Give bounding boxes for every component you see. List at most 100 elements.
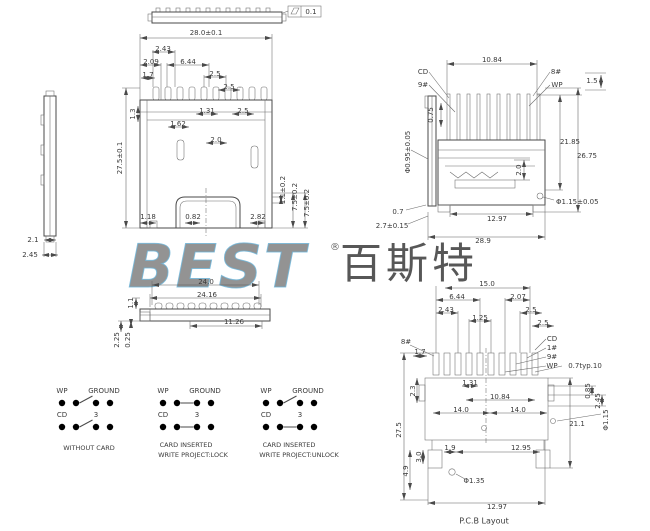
dim-label: 12.95 bbox=[511, 444, 531, 452]
footprint-outline bbox=[424, 377, 549, 441]
mount-hole bbox=[536, 192, 544, 200]
switch-terminal-label: 3 bbox=[94, 411, 98, 419]
dim-label: 2.5 bbox=[525, 306, 536, 314]
dim-label: 21.85 bbox=[560, 138, 580, 146]
switch-caption: WITHOUT CARD bbox=[63, 444, 115, 452]
switch-terminal-label: CD bbox=[261, 411, 271, 419]
dim-label: 24.0 bbox=[198, 278, 214, 286]
dim-label: 21.1 bbox=[569, 420, 585, 428]
pcb-hole bbox=[550, 418, 556, 424]
dim-label: 24.16 bbox=[197, 291, 218, 299]
top-view: 0.1 bbox=[147, 5, 322, 24]
flatness-symbol-icon bbox=[290, 7, 300, 15]
mount-pad bbox=[535, 449, 551, 469]
dim-label: 2.5 bbox=[209, 70, 220, 78]
switch-caption: CARD INSERTED bbox=[263, 441, 316, 449]
dim-label: 2.25 bbox=[113, 332, 121, 348]
dim-label: 2.43 bbox=[155, 45, 171, 53]
dim-label: 14.0 bbox=[510, 406, 526, 414]
top-view-pins bbox=[155, 7, 271, 13]
dim-label: 2.7±0.15 bbox=[376, 222, 409, 230]
dim-label: 0.75 bbox=[427, 107, 435, 123]
dim-label: 26.75 bbox=[577, 152, 597, 160]
dim-label: 28.0±0.1 bbox=[190, 29, 223, 37]
dim-label: 1.25 bbox=[472, 314, 488, 322]
switch-diagram-without-card bbox=[58, 395, 114, 431]
front-view-pins bbox=[152, 86, 268, 101]
switch-diagram-unlock bbox=[262, 395, 318, 431]
switch-terminal-label: WP bbox=[260, 387, 271, 395]
dim-label: 2.45 bbox=[22, 251, 38, 259]
switch-terminal-label: WP bbox=[157, 387, 168, 395]
dim-label: 12.97 bbox=[487, 503, 507, 511]
dim-label: 0.7 bbox=[392, 208, 403, 216]
dim-label: 2.09 bbox=[143, 58, 159, 66]
switch-terminal-label: CD bbox=[158, 411, 168, 419]
pcb-layout-caption: P.C.B Layout bbox=[459, 517, 508, 526]
front-view-dimensions bbox=[124, 36, 307, 228]
dim-label: 2.5 bbox=[237, 107, 248, 115]
dim-label: 2.3 bbox=[409, 385, 417, 396]
dim-label: 1.62 bbox=[170, 120, 186, 128]
watermark-latin: BEST bbox=[128, 232, 309, 302]
pcb-hole bbox=[481, 425, 487, 431]
dim-label: 10.84 bbox=[482, 56, 503, 64]
dim-label: 27.5 bbox=[395, 422, 403, 438]
dim-label: 2.43 bbox=[438, 306, 454, 314]
dim-label: 2.0 bbox=[515, 164, 523, 175]
dim-label: 0.85 bbox=[584, 383, 592, 399]
dim-label: 0.82 bbox=[185, 213, 201, 221]
dim-label: 2.1 bbox=[27, 236, 38, 244]
dim-label: 1.9 bbox=[444, 444, 455, 452]
dim-label: 1.31 bbox=[199, 107, 215, 115]
mount-pad bbox=[427, 449, 443, 469]
dim-label: 3.0 bbox=[415, 451, 423, 462]
flatness-tolerance-value: 0.1 bbox=[305, 8, 316, 16]
dim-label: 12.97 bbox=[487, 215, 507, 223]
dim-label: 27.5±0.1 bbox=[116, 142, 124, 175]
dim-label: 11.26 bbox=[224, 318, 245, 326]
switch-caption: CARD INSERTED bbox=[160, 441, 213, 449]
dim-label: 1.31 bbox=[462, 379, 478, 387]
dim-label: 1.18 bbox=[140, 213, 156, 221]
switch-terminal-label: 3 bbox=[298, 411, 302, 419]
dim-label: 1.3 bbox=[129, 108, 137, 119]
watermark-cjk: 百斯特 bbox=[340, 239, 478, 288]
dim-label: 7.5±0.2 bbox=[291, 183, 299, 211]
dim-label: 0.25 bbox=[124, 332, 132, 348]
pin-label: CD bbox=[418, 68, 428, 76]
pcb-pads bbox=[432, 352, 539, 376]
pin-label: 1# bbox=[547, 344, 557, 352]
switch-di­agram-lock bbox=[159, 399, 215, 431]
pin-label: 8# bbox=[401, 338, 411, 346]
pin-label: 9# bbox=[547, 353, 557, 361]
switch-terminal-label: CD bbox=[57, 411, 67, 419]
switch-terminal-label: GROUND bbox=[88, 387, 120, 395]
dim-label: 1.7 bbox=[142, 71, 153, 79]
dim-label: 6.44 bbox=[449, 293, 465, 301]
dim-label: 0.7typ.10 bbox=[568, 362, 602, 370]
dim-label: 1.7 bbox=[414, 348, 425, 356]
dim-label: 2.45 bbox=[594, 393, 602, 409]
dim-label: 15.0 bbox=[479, 280, 495, 288]
right-view-pins bbox=[446, 93, 541, 141]
dim-label: 1.1 bbox=[127, 297, 135, 308]
pin-label: 8# bbox=[551, 68, 561, 76]
dim-label: 2.5 bbox=[223, 83, 234, 91]
dim-label: 14.0 bbox=[453, 406, 469, 414]
dim-label: 1.1±0.2 bbox=[279, 176, 287, 204]
watermark-registered-icon: ® bbox=[330, 242, 340, 253]
pin-label: CD bbox=[547, 335, 557, 343]
dim-label: 2.82 bbox=[250, 213, 266, 221]
dim-label: 2.0 bbox=[210, 136, 221, 144]
dim-label: Φ1.15 bbox=[602, 409, 610, 430]
switch-terminal-label: GROUND bbox=[292, 387, 324, 395]
slot-hole bbox=[250, 145, 259, 169]
switch-terminal-label: WP bbox=[56, 387, 67, 395]
switch-terminal-label: 3 bbox=[195, 411, 199, 419]
dim-label: 7.5±0.2 bbox=[303, 189, 311, 217]
